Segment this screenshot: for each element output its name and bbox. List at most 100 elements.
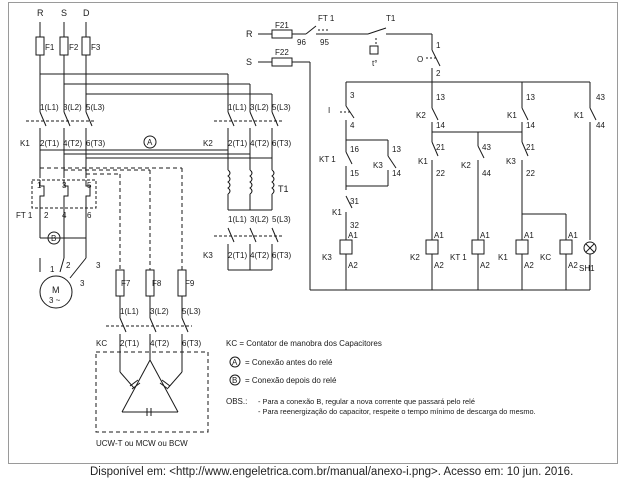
fuse-f1-label: F1 [45,43,55,52]
capacitor-delta [119,359,183,416]
kt1-term-15: 15 [350,169,359,178]
node-a-circle [143,135,157,149]
col5-k1-label: K1 [574,111,584,120]
legend-obs-label: OBS.: [226,397,247,406]
k3-term-top-2: 3(L2) [250,215,269,224]
k2-term-bottom-2: 4(T2) [250,139,269,148]
kc-term-bottom-3: 6(T3) [182,339,201,348]
k3-term-top-3: 5(L3) [272,215,291,224]
coil-k1-label: K1 [498,253,508,262]
kc-term-top-3: 5(L3) [182,307,201,316]
kc-contacts [106,317,192,372]
k1-term-bottom-2: 4(T2) [63,139,82,148]
legend-a-text: = Conexão antes do relé [245,358,333,367]
o-button-label: O [417,55,423,64]
coil-k3-a1: A1 [348,231,358,240]
motor-side-term: 3 [96,261,101,270]
kc-term-top-2: 3(L2) [150,307,169,316]
col4-k1-term-13: 13 [526,93,535,102]
node-b-label: B [51,234,56,243]
o-term-1: 1 [436,41,441,50]
col2-k1-term-22: 22 [436,169,445,178]
coil-k2-label: K2 [410,253,420,262]
legend-a-symbol [229,356,241,368]
legend-obs-line-2: - Para reenergização do capacitor, respe… [258,407,536,416]
col2-k2-term-13: 13 [436,93,445,102]
f22-label: F22 [275,48,289,57]
coil-kt1-a1: A1 [480,231,490,240]
legend-b-text: = Conexão depois do relé [245,376,337,385]
kc-term-bottom-1: 2(T1) [120,339,139,348]
i-term-4: 4 [350,121,355,130]
i-term-3: 3 [350,91,355,100]
legend-a-letter: A [232,358,238,367]
col5-k1-term-43: 43 [596,93,605,102]
k3-contacts [214,227,282,271]
k1-term-32: 32 [350,221,359,230]
control-s-label: S [246,57,252,67]
col4-k1-term-14: 14 [526,121,535,130]
k3-term-bottom-3: 6(T3) [272,251,291,260]
control-k1-label: K1 [332,208,342,217]
coil-k3-label: K3 [322,253,332,262]
t1-label: T1 [278,184,289,194]
ft1-label: FT 1 [16,211,33,220]
col2-k1-label: K1 [418,157,428,166]
k1-label: K1 [20,139,30,148]
kc-label: KC [96,339,107,348]
col3-k2-label: K2 [461,161,471,170]
motor-symbol [39,275,73,309]
node-b-circle [47,231,61,245]
k3-term-bottom-2: 4(T2) [250,251,269,260]
control-r-label: R [246,29,253,39]
phase-r-label: R [37,8,44,18]
k2-label: K2 [203,139,213,148]
fuse-f7-label: F7 [121,279,131,288]
f21-label: F21 [275,21,289,30]
motor-term-3: 3 [80,279,85,288]
ft1-term-top-3: 5 [87,181,92,190]
t1-autotransformer [227,150,275,211]
legend-b-letter: B [232,376,237,385]
k2-term-bottom-3: 6(T3) [272,139,291,148]
control-circuit [258,25,597,291]
k2-contacts [214,111,282,150]
motor-term-2: 2 [66,261,71,270]
k3-label: K3 [203,251,213,260]
diagram-frame [8,2,618,464]
kt1-label: KT 1 [319,155,336,164]
legend-b-symbol [229,374,241,386]
i-button-label: I [328,106,330,115]
coil-k1-a2: A2 [524,261,534,270]
ft1-term-bottom-2: 4 [62,211,67,220]
col4-k3-term-22: 22 [526,169,535,178]
coil-kc-a1: A1 [568,231,578,240]
source-caption: Disponível em: <http://www.engeletrica.c… [90,466,574,478]
k2-term-bottom-1: 2(T1) [228,139,247,148]
t1-switch-label: t° [372,59,377,68]
coil-kt1-a2: A2 [480,261,490,270]
cap-fuses [115,269,187,318]
coil-k3-a2: A2 [348,261,358,270]
kc-term-top-1: 1(L1) [120,307,139,316]
motor-term-1: 1 [50,265,55,274]
k1-contacts [26,111,94,145]
fuse-f3-label: F3 [91,43,101,52]
col2-k2-term-14: 14 [436,121,445,130]
f21-term-95: 95 [320,38,329,47]
legend-obs-line-1: - Para a conexão B, regular a nova corre… [258,397,475,406]
control-t1-label: T1 [386,14,396,23]
coil-k2-a2: A2 [434,261,444,270]
col3-k2-term-44: 44 [482,169,491,178]
legend: KC = Contator de manobra dos Capacitores… [226,339,536,416]
k1-term-top-2: 3(L2) [63,103,82,112]
k3-term-13: 13 [392,145,401,154]
ft1-relay [31,179,97,258]
ft1-term-bottom-3: 6 [87,211,92,220]
k3-term-top-1: 1(L1) [228,215,247,224]
coil-kc-label: KC [540,253,551,262]
f21-term-96: 96 [297,38,306,47]
coil-kc-a2: A2 [568,261,578,270]
kc-term-bottom-2: 4(T2) [150,339,169,348]
phase-s-label: S [61,8,67,18]
